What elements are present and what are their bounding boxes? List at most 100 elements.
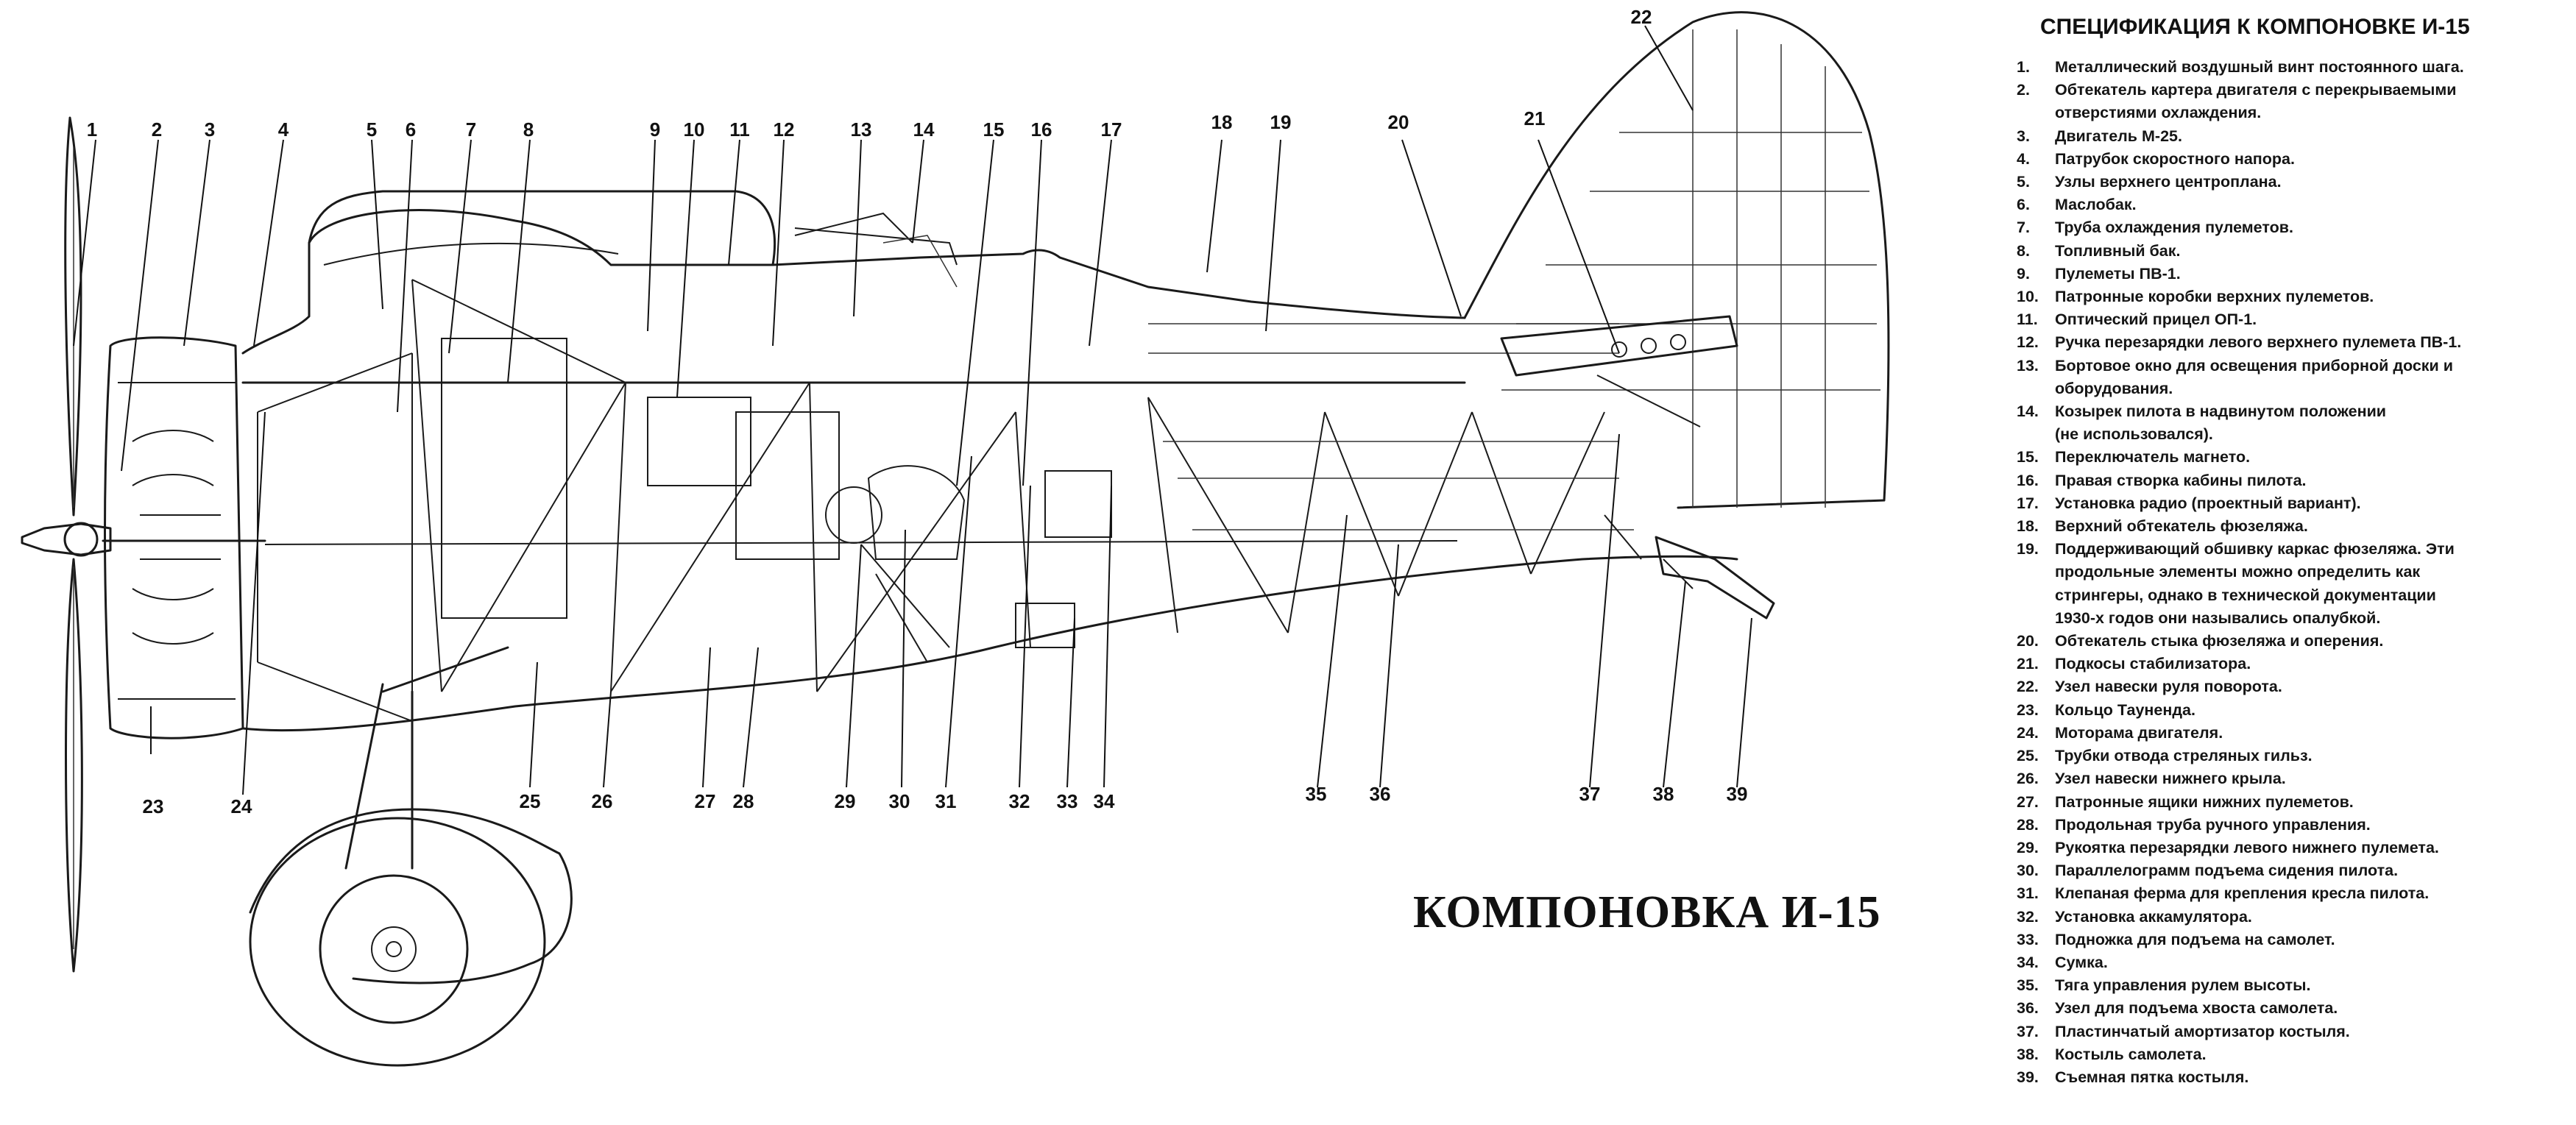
callout-numbers-top: 1 2 3 4 5 6 7 8 9 10 11 12 13 14 15 16 1… bbox=[87, 6, 1652, 141]
callout-36: 36 bbox=[1370, 783, 1391, 805]
spec-item-text: Ручка перезарядки левого верхнего пулеме… bbox=[2055, 333, 2462, 352]
spec-item-number: 22. bbox=[2017, 678, 2039, 696]
callout-15: 15 bbox=[983, 118, 1005, 141]
spec-item-number: 26. bbox=[2017, 770, 2039, 788]
spec-item-text: Подкосы стабилизатора. bbox=[2055, 655, 2251, 673]
callout-27: 27 bbox=[695, 790, 716, 812]
callout-11: 11 bbox=[729, 118, 750, 141]
spec-item: 33.Подножка для подъема на самолет. bbox=[2002, 929, 2569, 951]
spec-item-number: 31. bbox=[2017, 884, 2039, 903]
spec-item-number: 24. bbox=[2017, 723, 2039, 742]
spec-item: 11.Оптический прицел ОП-1. bbox=[2002, 308, 2569, 331]
spec-item-number: 36. bbox=[2017, 999, 2039, 1018]
callout-22: 22 bbox=[1631, 6, 1652, 28]
spec-item: 29.Рукоятка перезарядки левого нижнего п… bbox=[2002, 837, 2569, 859]
spec-item-number: 6. bbox=[2017, 196, 2030, 214]
spec-item-text: Узел для подъема хвоста самолета. bbox=[2055, 999, 2338, 1018]
spec-item-text: Продольная труба ручного управления. bbox=[2055, 815, 2371, 834]
callout-26: 26 bbox=[592, 790, 613, 812]
spec-item-text: Костыль самолета. bbox=[2055, 1045, 2207, 1063]
callout-17: 17 bbox=[1101, 118, 1122, 141]
spec-item-text: Кольцо Тауненда. bbox=[2055, 700, 2195, 719]
spec-item-text: Патронные ящики нижних пулеметов. bbox=[2055, 792, 2354, 811]
townend-ring bbox=[102, 336, 266, 739]
spec-item-number: 1. bbox=[2017, 58, 2030, 76]
callout-10: 10 bbox=[684, 118, 705, 141]
spec-item: 34.Сумка. bbox=[2002, 951, 2569, 974]
spec-item: 22.Узел навески руля поворота. bbox=[2002, 675, 2569, 698]
spec-item-number: 21. bbox=[2017, 655, 2039, 673]
callout-23: 23 bbox=[143, 795, 164, 817]
spec-item-text: Патронные коробки верхних пулеметов. bbox=[2055, 288, 2374, 306]
spec-item: 8.Топливный бак. bbox=[2002, 240, 2569, 263]
spec-item: 23. Кольцо Тауненда. bbox=[2002, 699, 2569, 722]
spec-item: 12.Ручка перезарядки левого верхнего пул… bbox=[2002, 331, 2569, 354]
spec-item: 9.Пулеметы ПВ-1. bbox=[2002, 263, 2569, 285]
specification-list: 1. Металлический воздушный винт постоянно… bbox=[2002, 56, 2569, 1089]
spec-item-text: Моторама двигателя. bbox=[2055, 723, 2223, 742]
callout-21: 21 bbox=[1524, 107, 1546, 129]
spec-item: 27.Патронные ящики нижних пулеметов. bbox=[2002, 791, 2569, 814]
spec-item-text: Тяга управления рулем высоты. bbox=[2055, 976, 2311, 995]
spec-item: 26.Узел навески нижнего крыла. bbox=[2002, 767, 2569, 790]
upper-wing-center-section bbox=[308, 190, 958, 266]
callout-37: 37 bbox=[1579, 783, 1601, 805]
propeller bbox=[21, 116, 112, 973]
spec-item-number: 23. bbox=[2017, 700, 2039, 719]
spec-item-text: Съемная пятка костыля. bbox=[2055, 1068, 2249, 1086]
spec-item-text: Металлический воздушный винт постоянного… bbox=[2055, 58, 2464, 76]
spec-item-number: 16. bbox=[2017, 471, 2039, 489]
spec-item: 35.Тяга управления рулем высоты. bbox=[2002, 974, 2569, 997]
spec-item-text: Установка аккамулятора. bbox=[2055, 907, 2252, 926]
spec-item-number: 3. bbox=[2017, 127, 2030, 145]
spec-item-number: 13. bbox=[2017, 356, 2039, 375]
spec-item: 21. Подкосы стабилизатора. bbox=[2002, 653, 2569, 675]
callout-numbers-bottom: 23 24 25 26 27 28 29 30 31 32 33 34 35 3… bbox=[143, 783, 1748, 817]
spec-item: 10.Патронные коробки верхних пулеметов. bbox=[2002, 285, 2569, 308]
callout-14: 14 bbox=[913, 118, 935, 141]
spec-item: 5.Узлы верхнего центроплана. bbox=[2002, 171, 2569, 194]
fuselage-truss bbox=[411, 279, 1634, 692]
spec-item-number: 38. bbox=[2017, 1045, 2039, 1063]
spec-item-text: Рукоятка перезарядки левого нижнего пуле… bbox=[2055, 838, 2439, 856]
spec-item-text: Труба охлаждения пулеметов. bbox=[2055, 219, 2293, 237]
callout-leaders bbox=[73, 25, 1752, 795]
callout-20: 20 bbox=[1388, 111, 1409, 133]
spec-item-text: Сумка. bbox=[2055, 953, 2108, 971]
callout-2: 2 bbox=[152, 118, 162, 141]
spec-item-text: Топливный бак. bbox=[2055, 241, 2181, 260]
spec-item-number: 7. bbox=[2017, 219, 2030, 237]
spec-item-number: 17. bbox=[2017, 494, 2039, 512]
spec-item: 39. Съемная пятка костыля. bbox=[2002, 1066, 2569, 1089]
spec-item: 13.Бортовое окно для освещения приборной… bbox=[2002, 355, 2569, 400]
spec-item-text: Поддерживающий обшивку каркас фюзеляжа. … bbox=[2055, 540, 2455, 627]
spec-item-text: Верхний обтекатель фюзеляжа. bbox=[2055, 517, 2308, 536]
specification-panel: СПЕЦИФИКАЦИЯ К КОМПОНОВКЕ И-15 1.Металли… bbox=[2002, 10, 2569, 1118]
spec-item-number: 33. bbox=[2017, 930, 2039, 948]
callout-29: 29 bbox=[835, 790, 856, 812]
spec-item-text: Правая створка кабины пилота. bbox=[2055, 471, 2307, 489]
callout-32: 32 bbox=[1009, 790, 1030, 812]
spec-item: 16. Правая створка кабины пилота. bbox=[2002, 469, 2569, 492]
i15-layout-drawing: 1 2 3 4 5 6 7 8 9 10 11 12 13 14 15 16 1… bbox=[21, 6, 1890, 1067]
spec-item-number: 28. bbox=[2017, 815, 2039, 834]
spec-item-number: 39. bbox=[2017, 1068, 2039, 1086]
spec-item-text: Обтекатель картера двигателя с перекрыва… bbox=[2055, 81, 2457, 122]
spec-item-number: 20. bbox=[2017, 632, 2039, 650]
spec-item-text: Узлы верхнего центроплана. bbox=[2055, 173, 2282, 191]
spec-item: 17.Установка радио (проектный вариант). bbox=[2002, 492, 2569, 515]
spec-item-number: 4. bbox=[2017, 149, 2030, 168]
callout-16: 16 bbox=[1031, 118, 1052, 141]
spec-item-number: 18. bbox=[2017, 517, 2039, 536]
callout-39: 39 bbox=[1727, 783, 1748, 805]
callout-38: 38 bbox=[1653, 783, 1674, 805]
callout-8: 8 bbox=[523, 118, 534, 141]
spec-item: 25.Трубки отвода стреляных гильз. bbox=[2002, 745, 2569, 767]
spec-item: 14.Козырек пилота в надвинутом положении… bbox=[2002, 400, 2569, 446]
callout-3: 3 bbox=[205, 118, 215, 141]
spec-item-text: Обтекатель стыка фюзеляжа и оперения. bbox=[2055, 632, 2384, 650]
spec-item: 30.Параллелограмм подъема сидения пилота… bbox=[2002, 859, 2569, 882]
spec-item-text: Пластинчатый амортизатор костыля. bbox=[2055, 1022, 2350, 1040]
spec-item-number: 11. bbox=[2017, 310, 2038, 329]
spec-item: 28. Продольная труба ручного управления. bbox=[2002, 814, 2569, 837]
